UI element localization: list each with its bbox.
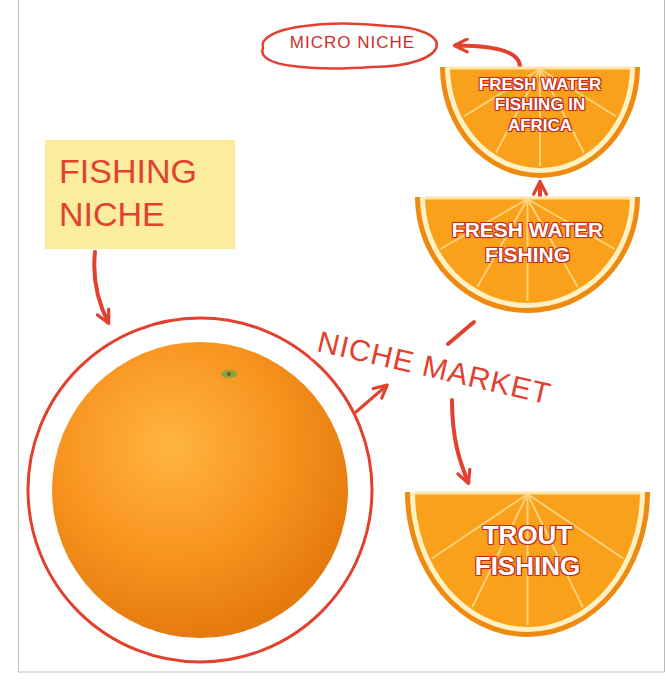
slice-flesh [450,67,630,168]
slice-pith [445,67,635,173]
slice-segment [528,199,578,287]
note-box: FISHING NICHE [45,140,235,249]
slice-segment [528,494,583,607]
slice-segment [477,199,527,287]
text-group: FRESH WATER FISHING IN AFRICA [470,65,610,136]
slice-rind [415,197,640,313]
orange-stem-tip [227,372,231,376]
handwritten-label: NICHE MARKET [311,323,558,413]
orange-slice: FRESH WATER FISHING [415,195,640,315]
arrow-stroke [94,252,108,322]
text-group: TROUT FISHING [452,490,604,582]
slice-edge [415,492,640,495]
node-text: TROUT FISHING [452,520,604,582]
slice-flesh [415,492,640,627]
orange-slice: FRESH WATER FISHING IN AFRICA [440,65,640,180]
orange-fruit [52,342,348,638]
slice-edge [425,197,630,200]
node-text: MICRO NICHE [255,33,450,53]
slice-pith [410,492,645,632]
text-group: MICRO NICHE [255,22,450,53]
slice-segment [472,494,527,607]
leader-line [448,322,474,344]
arrow-stroke [356,386,386,412]
orange-stem [221,370,237,378]
arrow-connector [538,183,542,196]
arrow-connector [456,46,520,68]
slice-rind [405,492,650,637]
slice-edge [450,67,630,70]
slice-pith [420,197,635,308]
slice-flesh [425,197,630,303]
circle-outline [28,318,372,662]
node-text: FISHING NICHE [59,150,209,235]
node-text: FRESH WATER FISHING IN AFRICA [470,75,610,136]
node-text: FRESH WATER FISHING [438,217,618,267]
orange-slice: TROUT FISHING [405,490,650,639]
page-frame [19,0,665,672]
slice-rind [440,67,640,178]
text-group: FRESH WATER FISHING [438,195,618,267]
arrow-stroke [452,400,468,482]
cloud-bubble: MICRO NICHE [255,22,450,69]
text-group: FISHING NICHE [45,140,223,245]
